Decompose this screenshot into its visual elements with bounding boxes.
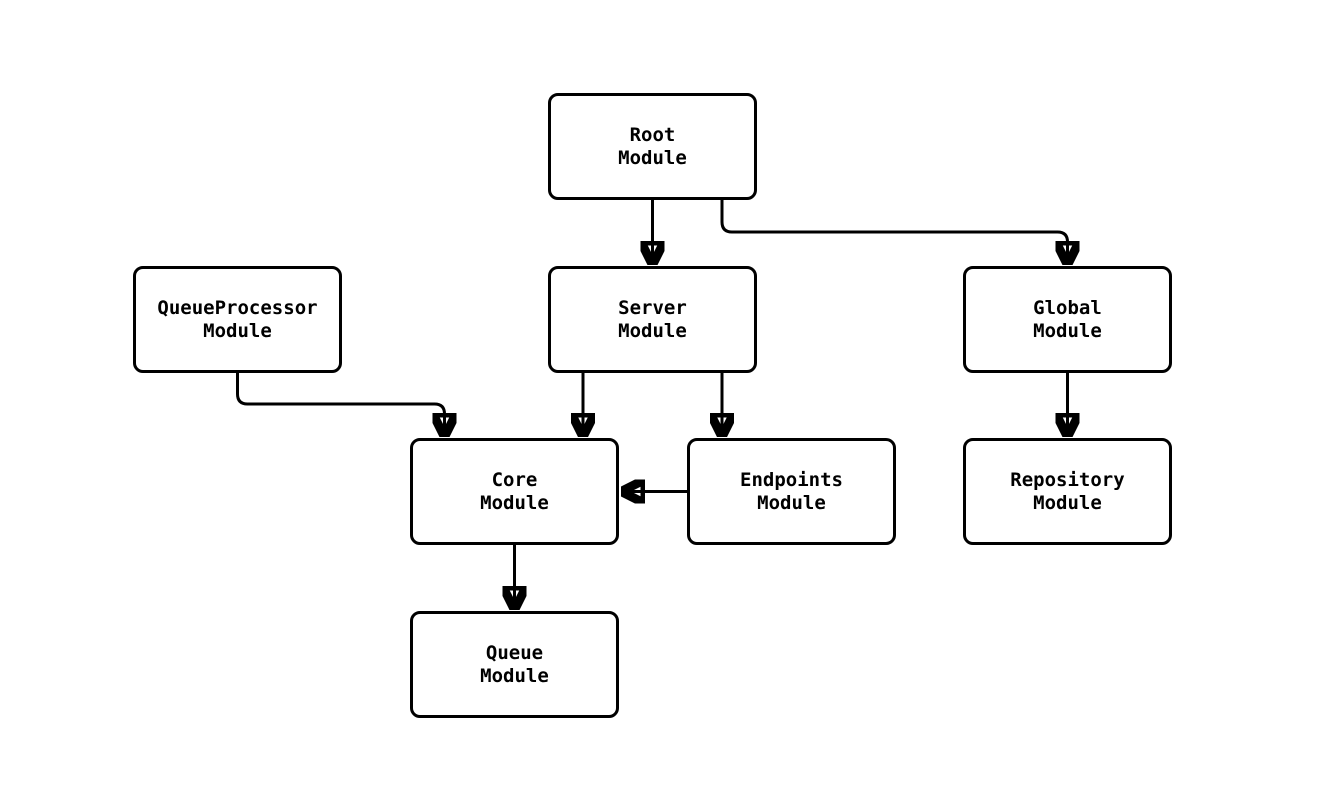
node-queue-module-label: Queue Module bbox=[480, 641, 549, 687]
node-core-module-label: Core Module bbox=[480, 468, 549, 514]
node-core-module: Core Module bbox=[410, 438, 619, 545]
node-server-module: Server Module bbox=[548, 266, 757, 373]
node-queueprocessor-module-label: QueueProcessor Module bbox=[157, 296, 318, 342]
node-global-module: Global Module bbox=[963, 266, 1172, 373]
node-endpoints-module-label: Endpoints Module bbox=[740, 468, 843, 514]
node-queueprocessor-module: QueueProcessor Module bbox=[133, 266, 342, 373]
node-root-module-label: Root Module bbox=[618, 123, 687, 169]
edge-root-to-global bbox=[720, 200, 1068, 265]
node-queue-module: Queue Module bbox=[410, 611, 619, 718]
edge-queueprocessor-to-core bbox=[236, 373, 445, 437]
node-server-module-label: Server Module bbox=[618, 296, 687, 342]
node-endpoints-module: Endpoints Module bbox=[687, 438, 896, 545]
node-repository-module-label: Repository Module bbox=[1010, 468, 1125, 514]
node-global-module-label: Global Module bbox=[1033, 296, 1102, 342]
node-repository-module: Repository Module bbox=[963, 438, 1172, 545]
node-root-module: Root Module bbox=[548, 93, 757, 200]
